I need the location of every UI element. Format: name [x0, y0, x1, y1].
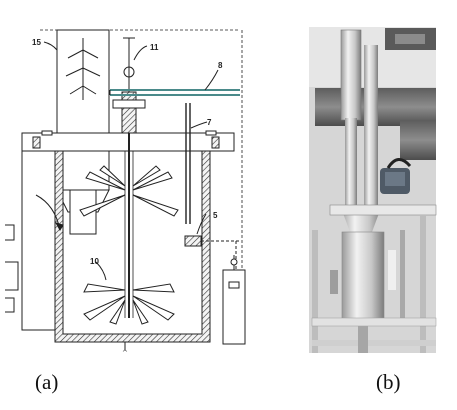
caption-a: (a)	[35, 370, 59, 394]
duct-lower	[400, 120, 436, 160]
label-10: 10	[90, 257, 99, 266]
shaft-coupling	[112, 37, 146, 134]
upper-impeller	[79, 165, 179, 217]
caption-b: (b)	[376, 370, 401, 394]
lower-impeller	[83, 283, 175, 325]
reactor-vessel	[54, 150, 211, 343]
label-5: 5	[213, 211, 218, 220]
label-11: 11	[150, 43, 159, 52]
svg-text:^: ^	[122, 349, 128, 357]
label-8: 8	[218, 61, 223, 70]
feed-pipe	[109, 89, 240, 96]
part-labels: 15 11 8 7 5 10	[32, 38, 223, 266]
photo-vessel	[341, 231, 385, 325]
label-7: 7	[207, 118, 212, 127]
left-support	[5, 151, 64, 331]
thermocouple-probe	[185, 103, 191, 224]
label-15: 15	[32, 38, 41, 47]
photo-hopper	[340, 29, 362, 121]
reactor-schematic	[5, 29, 246, 350]
reactor-photo	[309, 27, 437, 353]
side-column	[222, 255, 246, 345]
